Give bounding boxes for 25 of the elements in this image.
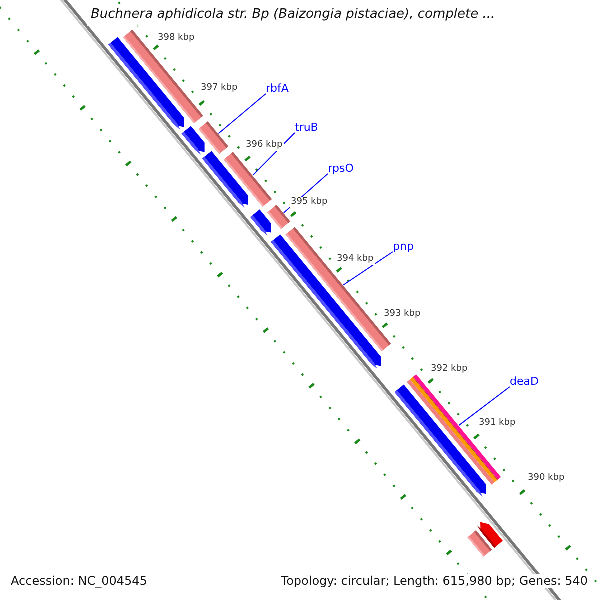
gene-block: [250, 210, 272, 236]
footer-text: Accession: NC_004545: [9, 574, 150, 588]
leader-line: [252, 132, 296, 176]
gene-label: deaD: [510, 375, 539, 388]
scale-label: 391 kbp: [478, 418, 517, 429]
scale-label: 397 kbp: [200, 83, 239, 94]
scale-label: 398 kbp: [157, 33, 196, 44]
scale-label: 395 kbp: [290, 197, 329, 208]
scale-label: 396 kbp: [245, 140, 284, 151]
gene-label: truB: [295, 121, 318, 134]
gene-label: pnp: [393, 240, 414, 254]
scale-label: 394 kbp: [336, 254, 375, 265]
scale-label: 390 kbp: [527, 473, 566, 484]
leader-line: [458, 386, 510, 426]
gene-label: rbfA: [266, 82, 289, 96]
scale-label: 392 kbp: [430, 364, 469, 375]
gene-block: [202, 151, 248, 208]
gene-label: rpsO: [328, 162, 354, 176]
gene-bar: [468, 530, 492, 557]
leader-line: [342, 252, 394, 286]
gene-bar: [407, 374, 502, 485]
footer-text: Topology: circular; Length: 615,980 bp; Genes: 540: [279, 574, 590, 588]
scale-label: 393 kbp: [383, 309, 422, 320]
leader-line: [218, 94, 266, 134]
gene-block: [182, 126, 205, 156]
